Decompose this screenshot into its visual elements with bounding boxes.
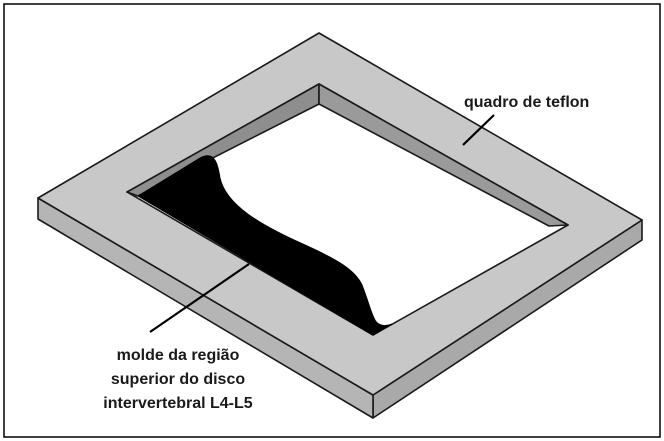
frame-top-surface bbox=[37, 32, 643, 396]
mold-label-line-3: intervertebral L4-L5 bbox=[103, 395, 252, 412]
mold-shape bbox=[137, 155, 393, 336]
figure-border bbox=[3, 3, 661, 438]
teflon-frame bbox=[37, 32, 643, 419]
inner-wall-right bbox=[318, 83, 569, 227]
mold-leader-line bbox=[149, 263, 250, 333]
mold-label-line-2: superior do disco bbox=[111, 371, 245, 388]
frame-leader-line bbox=[462, 114, 495, 146]
mold-label-line-1: molde da região bbox=[117, 347, 240, 364]
frame-label: quadro de teflon bbox=[464, 94, 589, 111]
